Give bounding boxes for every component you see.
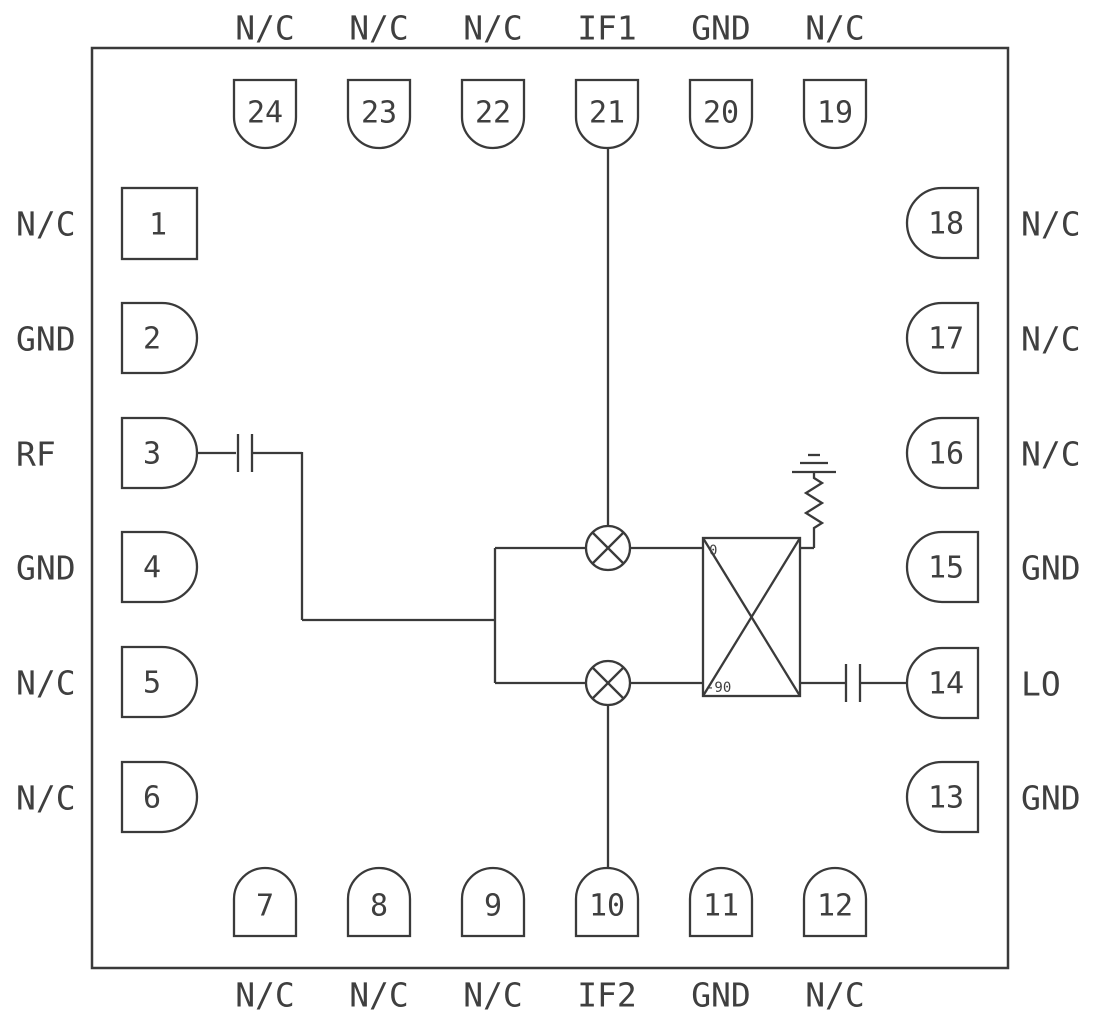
- pin-8-label: N/C: [349, 976, 409, 1015]
- pin-6-pad: [120, 760, 199, 834]
- pin-15-pad: [905, 530, 980, 604]
- pin-17-label: N/C: [1021, 320, 1081, 359]
- pin-21-number: 21: [589, 96, 625, 131]
- pin-17-number: 17: [928, 322, 964, 357]
- pin-15-number: 15: [928, 551, 964, 586]
- pin-1-number: 1: [149, 208, 167, 243]
- pin-21-pad: [574, 78, 640, 150]
- pin-12-number: 12: [817, 889, 853, 924]
- pin-3-number: 3: [143, 437, 161, 472]
- pin-10-number: 10: [589, 889, 625, 924]
- pin-6-number: 6: [143, 781, 161, 816]
- termination-resistor-icon: [803, 472, 825, 532]
- pin-9-pad: [460, 866, 526, 938]
- pin-1-pad: [120, 186, 199, 261]
- pin-14-pad: [905, 646, 980, 720]
- pin-23-pad: [346, 78, 412, 150]
- pin-12-label: N/C: [805, 976, 865, 1015]
- pin-2-label: GND: [16, 320, 76, 359]
- pin-19-pad: [802, 78, 868, 150]
- pin-14-label: LO: [1021, 665, 1061, 704]
- pin-7-number: 7: [256, 889, 274, 924]
- pin-22-pad: [460, 78, 526, 150]
- pin-3-pad: [120, 416, 199, 490]
- pin-23-label: N/C: [349, 9, 409, 48]
- pin-4-number: 4: [143, 551, 161, 586]
- pin-10-pad: [574, 866, 640, 938]
- pin-11-pad: [688, 866, 754, 938]
- pin-6-label: N/C: [16, 779, 76, 818]
- coupler-port-90-label: -90: [706, 680, 731, 696]
- pin-20-pad: [688, 78, 754, 150]
- left-pins: 1 2 3 4 5 6 N/C GND RF GND N/C N/C: [16, 186, 199, 834]
- signal-wires: [197, 148, 907, 868]
- right-pins: 18 17 16 15 14 13 N/C N/C N/C GND LO GND: [905, 186, 1081, 834]
- pin-15-label: GND: [1021, 549, 1081, 588]
- pin-4-label: GND: [16, 549, 76, 588]
- pin-2-pad: [120, 301, 199, 375]
- ground-symbol-icon: [792, 453, 836, 474]
- pin-19-number: 19: [817, 96, 853, 131]
- pin-20-number: 20: [703, 96, 739, 131]
- pin-12-pad: [802, 866, 868, 938]
- pin-24-label: N/C: [235, 9, 295, 48]
- pin-16-pad: [905, 416, 980, 490]
- pin-14-number: 14: [928, 667, 964, 702]
- pin-20-label: GND: [691, 9, 751, 48]
- pin-9-label: N/C: [463, 976, 523, 1015]
- pin-3-label: RF: [16, 435, 56, 474]
- pin-5-number: 5: [143, 666, 161, 701]
- pin-5-pad: [120, 645, 199, 719]
- mixer-top-icon: [584, 524, 632, 572]
- pin-16-label: N/C: [1021, 435, 1081, 474]
- quadrature-hybrid-box: 0 -90: [701, 536, 802, 698]
- pin-2-number: 2: [143, 322, 161, 357]
- pin-5-label: N/C: [16, 664, 76, 703]
- pin-13-number: 13: [928, 781, 964, 816]
- pin-11-label: GND: [691, 976, 751, 1015]
- pin-7-pad: [232, 866, 298, 938]
- coupler-port-0-label: 0: [709, 543, 717, 559]
- pin-13-pad: [905, 760, 980, 834]
- pin-10-label: IF2: [577, 976, 637, 1015]
- pin-13-label: GND: [1021, 779, 1081, 818]
- pin-8-pad: [346, 866, 412, 938]
- top-pins: 24 23 22 21 20 19 N/C N/C N/C IF1 GND N/…: [232, 9, 868, 150]
- pin-24-number: 24: [247, 96, 283, 131]
- package-outline: [90, 46, 1010, 970]
- mixer-bottom-icon: [584, 659, 632, 707]
- pin-24-pad: [232, 78, 298, 150]
- pin-9-number: 9: [484, 889, 502, 924]
- bottom-pins: 7 8 9 10 11 12 N/C N/C N/C IF2 GND N/C: [232, 866, 868, 1015]
- pin-16-number: 16: [928, 437, 964, 472]
- pin-8-number: 8: [370, 889, 388, 924]
- pin-22-number: 22: [475, 96, 511, 131]
- pin-11-number: 11: [703, 889, 739, 924]
- pin-18-number: 18: [928, 207, 964, 242]
- pin-7-label: N/C: [235, 976, 295, 1015]
- pin-17-pad: [905, 301, 980, 375]
- pin-1-label: N/C: [16, 205, 76, 244]
- pin-22-label: N/C: [463, 9, 523, 48]
- pin-23-number: 23: [361, 96, 397, 131]
- pin-19-label: N/C: [805, 9, 865, 48]
- pin-18-label: N/C: [1021, 205, 1081, 244]
- pin-21-label: IF1: [577, 9, 637, 48]
- pin-18-pad: [905, 186, 980, 260]
- pin-4-pad: [120, 530, 199, 604]
